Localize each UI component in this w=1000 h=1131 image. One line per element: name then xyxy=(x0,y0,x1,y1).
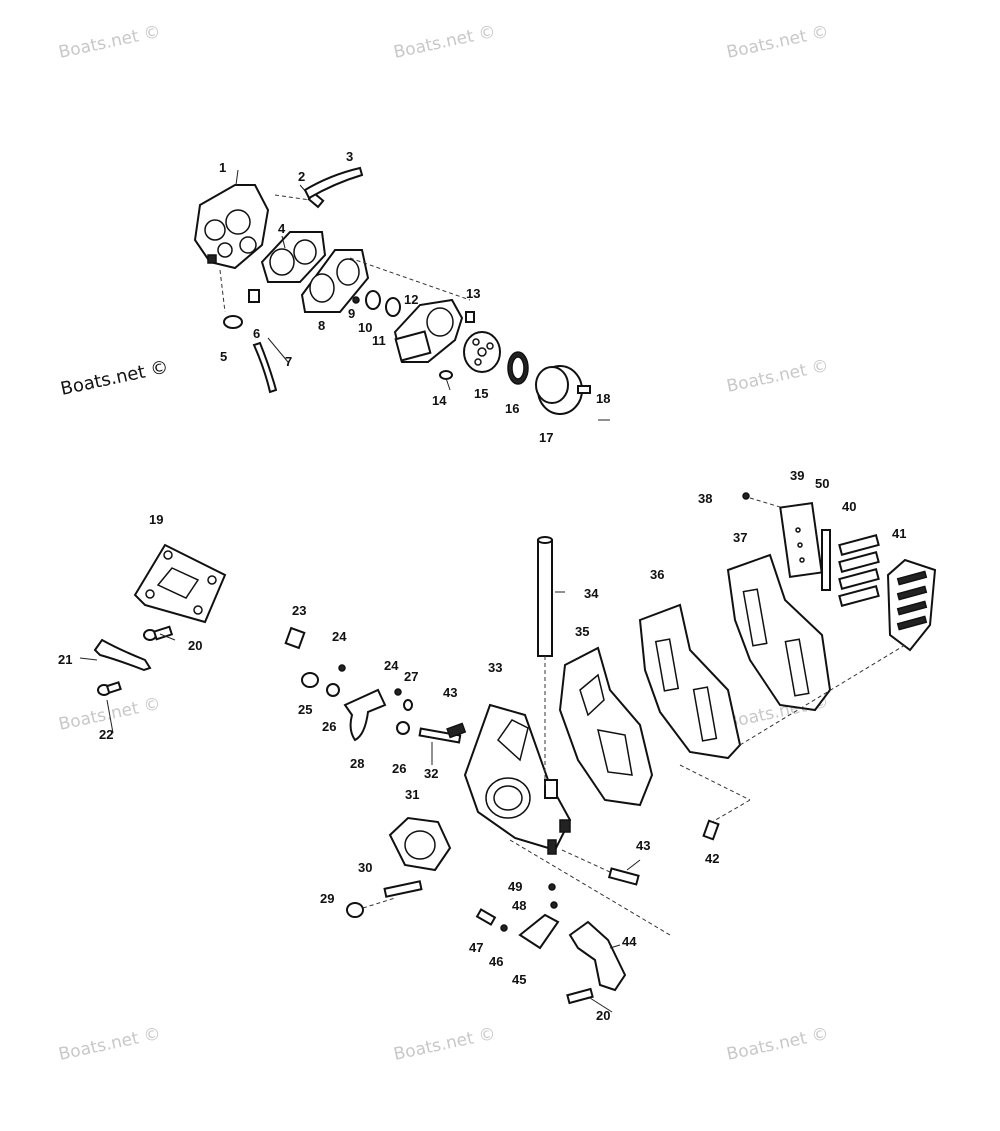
callout-34: 34 xyxy=(584,586,599,601)
left-lower-group xyxy=(93,543,227,696)
callout-29: 29 xyxy=(320,891,334,906)
part-36-gasket xyxy=(638,603,742,760)
callout-50: 50 xyxy=(815,476,829,491)
callout-32: 32 xyxy=(424,766,438,781)
right-reed-group xyxy=(558,492,937,841)
part-12-pump-body xyxy=(393,298,464,363)
callout-17: 17 xyxy=(539,430,553,445)
callout-26-right: 26 xyxy=(392,761,406,776)
callout-47: 47 xyxy=(469,940,483,955)
watermark-text: Boats.net © xyxy=(725,22,831,63)
callout-39: 39 xyxy=(790,468,804,483)
part-1-cover xyxy=(193,184,270,270)
callout-10: 10 xyxy=(358,320,372,335)
callout-27: 27 xyxy=(404,669,418,684)
callout-4: 4 xyxy=(278,221,286,236)
callout-28: 28 xyxy=(350,756,364,771)
watermark-text: Boats.net © xyxy=(725,356,831,397)
part-31-gasket xyxy=(388,816,452,872)
part-35-gasket xyxy=(558,646,654,807)
callout-25: 25 xyxy=(298,702,312,717)
callout-43-lower: 43 xyxy=(636,838,650,853)
callout-35: 35 xyxy=(575,624,589,639)
watermark-text: Boats.net © xyxy=(57,1024,163,1065)
watermark-text-dark: Boats.net © xyxy=(59,357,171,400)
watermark-text: Boats.net © xyxy=(57,22,163,63)
part-40-reed xyxy=(838,534,880,607)
callout-2: 2 xyxy=(298,169,305,184)
callout-14: 14 xyxy=(432,393,447,408)
leader-lines xyxy=(79,169,641,1013)
part-41-reed-block xyxy=(886,558,937,652)
callout-5: 5 xyxy=(220,349,227,364)
callout-41: 41 xyxy=(892,526,906,541)
callout-36: 36 xyxy=(650,567,664,582)
bottom-bracket-group xyxy=(475,839,671,1005)
part-43-bolt-upper xyxy=(446,722,467,739)
part-34-tube xyxy=(537,536,553,785)
callout-20-lower: 20 xyxy=(596,1008,610,1023)
callout-44: 44 xyxy=(622,934,637,949)
callout-48: 48 xyxy=(512,898,526,913)
callout-labels: 1 2 3 4 5 6 7 8 9 10 11 12 13 14 15 16 1… xyxy=(58,149,906,1023)
callout-22: 22 xyxy=(99,727,113,742)
watermark-text: Boats.net © xyxy=(392,22,498,63)
watermark-text: Boats.net © xyxy=(392,1024,498,1065)
watermark-text: Boats.net © xyxy=(725,1024,831,1065)
part-3-hose xyxy=(303,166,364,200)
callout-12: 12 xyxy=(404,292,418,307)
callout-1: 1 xyxy=(219,160,226,175)
part-21-clip xyxy=(93,638,152,672)
callout-13: 13 xyxy=(466,286,480,301)
part-5-bolt xyxy=(219,269,243,329)
callout-8: 8 xyxy=(318,318,325,333)
part-8-plate xyxy=(300,249,370,313)
part-28-bracket xyxy=(343,688,387,742)
part-14-bolt xyxy=(439,370,453,391)
callout-11: 11 xyxy=(372,333,386,348)
callout-24-right: 24 xyxy=(384,658,399,673)
part-44-bracket xyxy=(568,920,627,992)
part-7-hose xyxy=(252,341,278,394)
callout-26-left: 26 xyxy=(322,719,336,734)
upper-assembly xyxy=(193,166,610,421)
callout-15: 15 xyxy=(474,386,488,401)
callout-38: 38 xyxy=(698,491,712,506)
callout-6: 6 xyxy=(253,326,260,341)
part-33-manifold xyxy=(463,703,572,855)
part-17-cup xyxy=(535,365,591,415)
callout-43-upper: 43 xyxy=(443,685,457,700)
callout-18: 18 xyxy=(596,391,610,406)
callout-46: 46 xyxy=(489,954,503,969)
callout-31: 31 xyxy=(405,787,419,802)
part-4-gasket xyxy=(260,231,327,283)
callout-24-left: 24 xyxy=(332,629,347,644)
part-45-block xyxy=(518,913,560,950)
callout-37: 37 xyxy=(733,530,747,545)
callout-21: 21 xyxy=(58,652,72,667)
callout-49: 49 xyxy=(508,879,522,894)
callout-7: 7 xyxy=(285,354,292,369)
part-37-gasket xyxy=(726,553,832,712)
callout-23: 23 xyxy=(292,603,306,618)
callout-16: 16 xyxy=(505,401,519,416)
callout-30: 30 xyxy=(358,860,372,875)
callout-42: 42 xyxy=(705,851,719,866)
part-19-plate xyxy=(133,543,227,624)
callout-20-upper: 20 xyxy=(188,638,202,653)
part-15-plate xyxy=(463,331,501,373)
callout-3: 3 xyxy=(346,149,353,164)
part-22-screw xyxy=(97,681,122,696)
center-lower-group xyxy=(284,536,640,918)
callout-40: 40 xyxy=(842,499,856,514)
callout-45: 45 xyxy=(512,972,526,987)
callout-19: 19 xyxy=(149,512,163,527)
part-20-bolt-upper xyxy=(143,625,174,641)
callout-9: 9 xyxy=(348,306,355,321)
watermarks: Boats.net © Boats.net © Boats.net © Boat… xyxy=(57,22,831,1065)
callout-33: 33 xyxy=(488,660,502,675)
